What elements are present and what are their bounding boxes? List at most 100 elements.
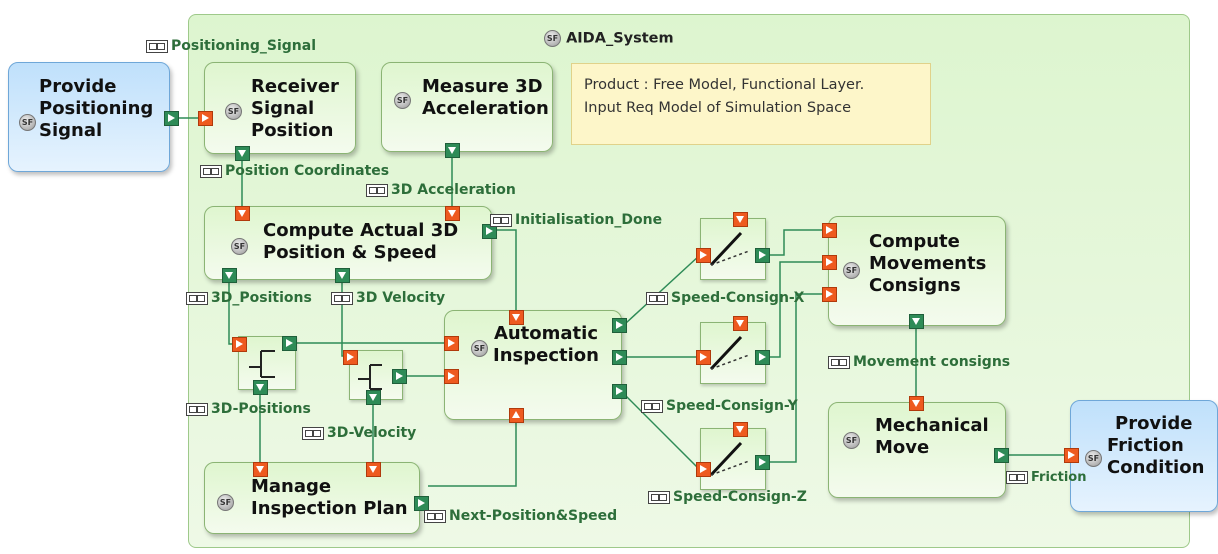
function-label-line: Signal [251,98,315,119]
input-port[interactable] [509,310,524,325]
exchange-label-text: Speed-Consign-Z [673,489,807,505]
exchange-label-3d-positions-lower[interactable]: 3D-Positions [186,401,311,417]
functional-exchange-icon [641,399,663,413]
input-port[interactable] [198,111,213,126]
function-label-line: Move [875,437,930,458]
function-label-line: Measure 3D [422,76,543,97]
exchange-label-speed-consign-x[interactable]: Speed-Consign-X [646,290,804,306]
input-port[interactable] [253,462,268,477]
input-port[interactable] [822,223,837,238]
exchange-label-speed-consign-z[interactable]: Speed-Consign-Z [648,489,807,505]
note-line-1: Product : Free Model, Functional Layer. [584,77,865,93]
exchange-label-positioning-signal[interactable]: Positioning_Signal [146,38,316,54]
function-label-line: Receiver [251,76,339,97]
output-port[interactable] [445,143,460,158]
output-port[interactable] [755,350,770,365]
note-line-2: Input Req Model of Simulation Space [584,100,852,116]
functional-exchange-icon [648,490,670,504]
output-port[interactable] [909,314,924,329]
input-port[interactable] [909,396,924,411]
function-label-line: Acceleration [422,98,549,119]
function-provide-friction-condition[interactable]: SF Provide Friction Condition [1070,400,1218,512]
input-port[interactable] [235,206,250,221]
exchange-label-position-coordinates[interactable]: Position Coordinates [200,163,389,179]
functional-exchange-icon [424,509,446,523]
sf-icon: SF [544,30,561,47]
exchange-label-3d-positions-upper[interactable]: 3D_Positions [186,290,312,306]
exchange-label-3d-velocity-lower[interactable]: 3D-Velocity [302,425,416,441]
system-title-label: AIDA_System [566,30,674,47]
function-label-line: Mechanical [875,415,989,436]
input-port[interactable] [696,350,711,365]
exchange-label-text: Speed-Consign-X [671,290,805,306]
function-label-line: Provide [1115,413,1193,434]
function-measure-3d-acceleration[interactable]: SF Measure 3D Acceleration [381,62,553,152]
output-port[interactable] [414,496,429,511]
input-port[interactable] [444,336,459,351]
output-port[interactable] [482,224,497,239]
function-label-line: Signal [39,120,103,141]
functional-exchange-icon [331,291,353,305]
exchange-label-text: 3D-Positions [211,401,311,417]
functional-exchange-icon [828,355,850,369]
function-automatic-inspection[interactable]: SF Automatic Inspection [444,310,622,420]
output-port[interactable] [282,336,297,351]
exchange-label-text: Movement consigns [853,354,1011,370]
exchange-label-3d-velocity-upper[interactable]: 3D Velocity [331,290,445,306]
exchange-label-movement-consigns[interactable]: Movement consigns [828,354,1010,370]
function-label-line: Position & Speed [263,242,437,263]
function-provide-positioning-signal[interactable]: SF Provide Positioning Signal [8,62,170,172]
input-port[interactable] [445,206,460,221]
output-port[interactable] [612,384,627,399]
output-port[interactable] [253,380,268,395]
output-port[interactable] [612,318,627,333]
output-port[interactable] [366,390,381,405]
output-port[interactable] [164,111,179,126]
output-port[interactable] [392,369,407,384]
description-note[interactable]: Product : Free Model, Functional Layer. … [571,63,931,145]
function-label-line: Positioning [39,98,154,119]
exchange-label-text: Speed-Consign-Y [666,398,798,414]
input-port[interactable] [343,350,358,365]
input-port[interactable] [733,316,748,331]
exchange-label-initialisation-done[interactable]: Initialisation_Done [490,212,662,228]
input-port[interactable] [696,462,711,477]
output-port[interactable] [235,146,250,161]
input-port[interactable] [822,287,837,302]
function-label-line: Movements [869,253,987,274]
output-port[interactable] [335,268,350,283]
functional-exchange-icon [366,183,388,197]
input-port[interactable] [733,212,748,227]
output-port[interactable] [994,448,1009,463]
sf-icon: SF [471,339,488,357]
sf-icon: SF [843,431,860,449]
output-port[interactable] [222,268,237,283]
functional-exchange-icon [646,291,668,305]
output-port[interactable] [755,455,770,470]
exchange-label-friction[interactable]: Friction [1006,470,1086,485]
function-mechanical-move[interactable]: SF Mechanical Move [828,402,1006,498]
function-receiver-signal-position[interactable]: SF Receiver Signal Position [204,62,356,154]
input-port[interactable] [696,248,711,263]
function-compute-movements-consigns[interactable]: SF Compute Movements Consigns [828,216,1006,326]
output-port[interactable] [612,350,627,365]
input-port[interactable] [232,337,247,352]
output-port[interactable] [755,248,770,263]
input-port[interactable] [509,408,524,423]
sf-icon: SF [843,261,860,279]
exchange-label-3d-acceleration[interactable]: 3D Acceleration [366,182,516,198]
input-port[interactable] [733,422,748,437]
exchange-label-text: Friction [1031,470,1087,485]
duplicate-operator-icon [358,364,382,390]
exchange-label-next-position-speed[interactable]: Next-Position&Speed [424,508,617,524]
input-port[interactable] [366,462,381,477]
system-title: SF AIDA_System [544,30,674,47]
function-manage-inspection-plan[interactable]: SF Manage Inspection Plan [204,462,420,534]
functional-exchange-icon [186,291,208,305]
input-port[interactable] [444,369,459,384]
exchange-label-text: Positioning_Signal [171,38,316,54]
input-port[interactable] [1064,448,1079,463]
exchange-label-speed-consign-y[interactable]: Speed-Consign-Y [641,398,798,414]
function-compute-actual-3d-position-speed[interactable]: SF Compute Actual 3D Position & Speed [204,206,492,280]
input-port[interactable] [822,255,837,270]
